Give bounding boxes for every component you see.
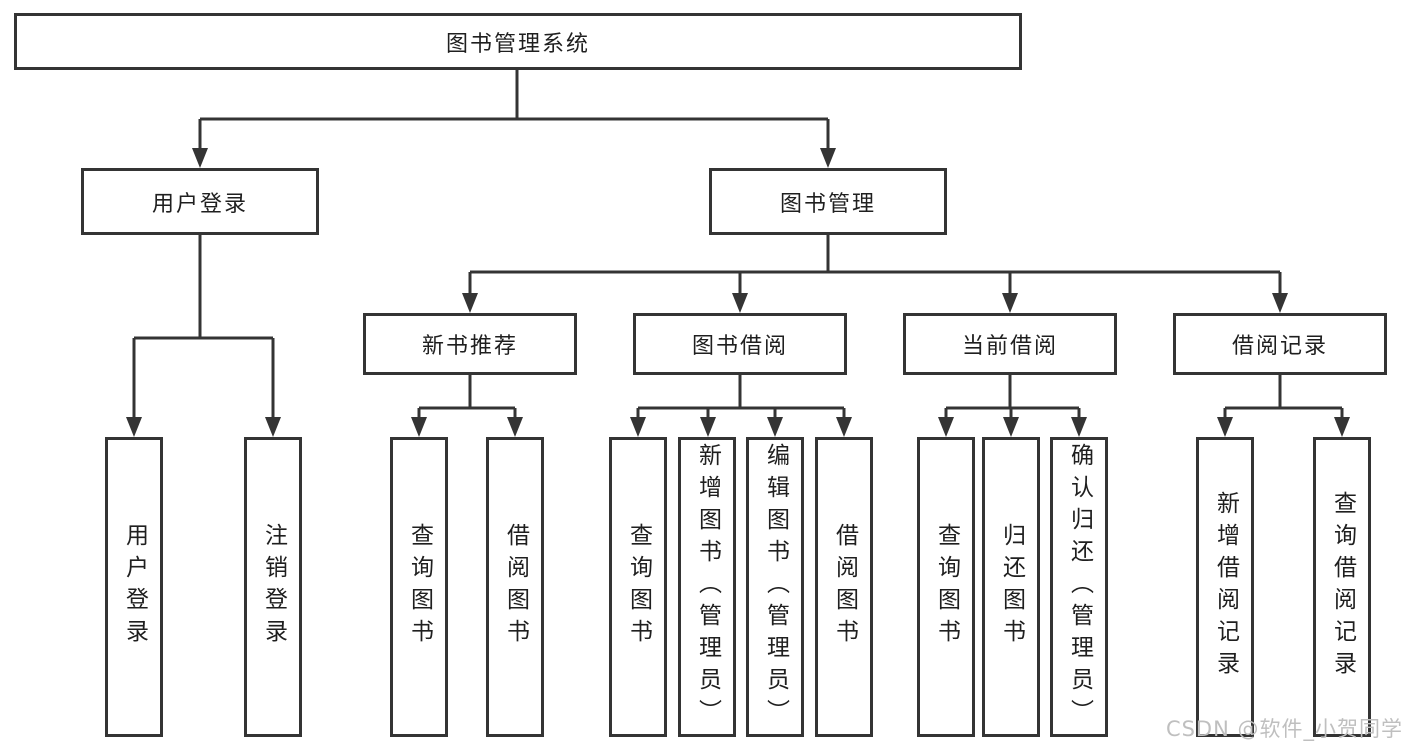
leaf-current-query-book: 查询图书 — [917, 437, 975, 737]
leaf-logout-login: 注销登录 — [244, 437, 302, 737]
csdn-watermark: CSDN @软件_小贺同学 — [1165, 717, 1403, 741]
leaf-borrow-add-book-admin: 新增图书（管理员） — [678, 437, 736, 737]
leaf-record-query: 查询借阅记录 — [1313, 437, 1371, 737]
leaf-user-login: 用户登录 — [105, 437, 163, 737]
node-borrow-record: 借阅记录 — [1173, 313, 1387, 375]
node-new-book-recommend: 新书推荐 — [363, 313, 577, 375]
node-book-management: 图书管理 — [709, 168, 947, 235]
node-current-borrow: 当前借阅 — [903, 313, 1117, 375]
leaf-newbook-borrow-book: 借阅图书 — [486, 437, 544, 737]
leaf-record-add: 新增借阅记录 — [1196, 437, 1254, 737]
leaf-borrow-edit-book-admin: 编辑图书（管理员） — [746, 437, 804, 737]
node-root: 图书管理系统 — [14, 13, 1022, 70]
node-book-borrow: 图书借阅 — [633, 313, 847, 375]
leaf-current-return-book: 归还图书 — [982, 437, 1040, 737]
leaf-borrow-borrow-book: 借阅图书 — [815, 437, 873, 737]
leaf-borrow-query-book: 查询图书 — [609, 437, 667, 737]
leaf-current-confirm-return-admin: 确认归还（管理员） — [1050, 437, 1108, 737]
leaf-newbook-query-book: 查询图书 — [390, 437, 448, 737]
node-user-login: 用户登录 — [81, 168, 319, 235]
